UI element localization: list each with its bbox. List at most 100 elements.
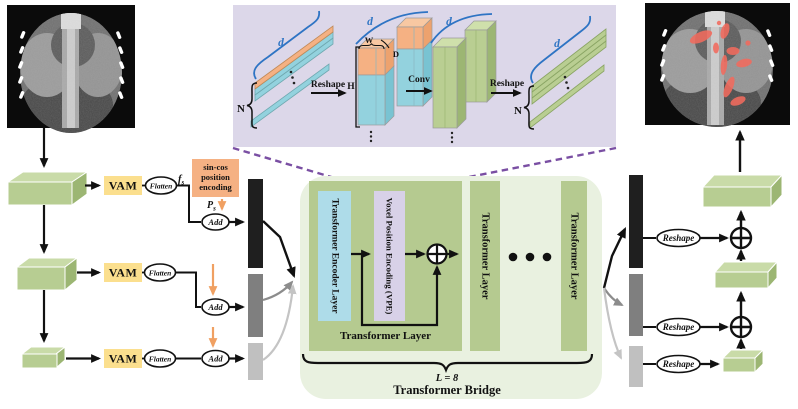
ellipsis-dots bbox=[289, 70, 296, 85]
bar1-to-bridge-arrow bbox=[262, 220, 296, 279]
reshape-label: Reshape bbox=[662, 322, 695, 332]
add-label: Add bbox=[207, 354, 223, 364]
ps-label: Ps bbox=[207, 200, 216, 213]
scale-box-left-1 bbox=[6, 171, 89, 206]
skip-connection bbox=[360, 254, 442, 327]
vam-box-2: VAM bbox=[104, 263, 142, 282]
vpe-label: Voxel Position Encoding (VPE) bbox=[385, 198, 395, 315]
ct-body bbox=[20, 13, 122, 133]
add-oval-2: Add bbox=[201, 298, 230, 316]
height-label: H bbox=[347, 82, 355, 92]
vam-box-3: VAM bbox=[104, 349, 142, 368]
n-label: N bbox=[514, 105, 522, 117]
n-label: N bbox=[237, 103, 245, 115]
flatten-label: Flatten bbox=[149, 268, 172, 277]
reshape-oval-3: Reshape bbox=[656, 354, 701, 374]
token-bar-left-1 bbox=[248, 179, 263, 268]
fs-label: fs bbox=[178, 174, 185, 187]
bar2-to-bridge-arrow bbox=[262, 280, 294, 302]
sincos-position-encoding-box: sin-cos position encoding bbox=[192, 159, 239, 197]
d-label: d bbox=[554, 38, 560, 50]
vpe-inset-panel: N d Reshape W D H d bbox=[233, 5, 616, 147]
reshape-label-1: Reshape bbox=[311, 80, 345, 90]
add-oval-3: Add bbox=[201, 349, 230, 368]
input-ct-image bbox=[7, 5, 135, 133]
transformer-layer-caption: Transformer Layer bbox=[340, 330, 431, 342]
transformer-layer-2-bar bbox=[470, 181, 500, 351]
token-bar-right-3 bbox=[629, 346, 643, 387]
d-brace bbox=[253, 10, 321, 80]
ellipsis-dots bbox=[450, 131, 454, 144]
reshape-label: Reshape bbox=[662, 233, 695, 243]
scale-box-left-2 bbox=[15, 257, 79, 292]
w-brace bbox=[358, 43, 385, 50]
transformer-layer-l-label: Transformer Layer bbox=[569, 213, 580, 300]
vam-box-1: VAM bbox=[104, 176, 142, 195]
h-bracket bbox=[355, 46, 360, 128]
depth-tick bbox=[380, 39, 390, 49]
token-bar-right-1 bbox=[629, 175, 643, 268]
inset-callout-line-left bbox=[232, 146, 373, 191]
encoder-layer-box bbox=[318, 191, 351, 321]
reshape-oval-2: Reshape bbox=[656, 317, 701, 337]
scale-box-right-3 bbox=[721, 348, 765, 374]
vam-label: VAM bbox=[109, 179, 138, 193]
conv-label: Conv bbox=[408, 75, 430, 85]
token-bar-left-3 bbox=[248, 343, 263, 380]
n-brace bbox=[246, 82, 258, 129]
output-token-bars-group bbox=[523, 15, 607, 130]
w-label: W bbox=[365, 35, 374, 45]
d-brace bbox=[355, 11, 429, 45]
depth-label: D bbox=[393, 49, 399, 59]
rib-marks bbox=[18, 31, 125, 99]
add-label: Add bbox=[207, 302, 223, 312]
sincos-line1: sin-cos bbox=[203, 162, 228, 172]
bridge-to-bar3-arrow bbox=[602, 287, 622, 360]
d-label: d bbox=[278, 37, 284, 49]
scale-box-right-1 bbox=[701, 173, 784, 209]
ellipsis-dots bbox=[508, 252, 552, 262]
sincos-line3: encoding bbox=[199, 182, 232, 192]
input-token-bars-group bbox=[246, 10, 334, 129]
token-bar-left-2 bbox=[248, 274, 263, 337]
vessel-overlay bbox=[689, 20, 752, 106]
vam-label: VAM bbox=[109, 266, 138, 280]
add-circle-icon bbox=[729, 226, 753, 250]
bridge-title: Transformer Bridge bbox=[393, 383, 501, 397]
underbrace bbox=[301, 353, 594, 373]
flatten-oval-1: Flatten bbox=[144, 176, 178, 195]
transformer-layer-2-label: Transformer Layer bbox=[480, 213, 491, 300]
reshape-label: Reshape bbox=[662, 359, 695, 369]
reshape-label-2: Reshape bbox=[490, 79, 524, 89]
flatten-label: Flatten bbox=[150, 181, 173, 190]
depth-equation: L = 8 bbox=[435, 373, 459, 384]
n-brace bbox=[523, 85, 535, 130]
wire-row1 bbox=[176, 184, 201, 223]
bridge-to-bar1-arrow bbox=[602, 227, 627, 289]
wire-row2 bbox=[175, 271, 201, 308]
flatten-oval-2: Flatten bbox=[143, 263, 177, 282]
transformer-layer-l-bar bbox=[561, 181, 587, 351]
scale-box-left-3 bbox=[20, 345, 67, 370]
sincos-line2: position bbox=[201, 172, 230, 182]
token-bar-right-2 bbox=[629, 274, 643, 336]
d-brace bbox=[530, 15, 592, 84]
d-brace bbox=[430, 13, 493, 44]
flatten-oval-3: Flatten bbox=[143, 349, 177, 368]
add-circle-icon bbox=[729, 315, 753, 339]
conv-cuboids-group bbox=[432, 20, 497, 144]
rib-marks bbox=[660, 29, 775, 82]
d-label: d bbox=[446, 16, 452, 28]
flatten-label: Flatten bbox=[149, 354, 172, 363]
bar3-to-bridge-arrow bbox=[262, 284, 297, 361]
vpe-box bbox=[374, 191, 405, 321]
encoder-layer-label: Transformer Encoder Layer bbox=[330, 198, 340, 314]
add-circle-icon bbox=[426, 243, 448, 265]
scale-box-right-2 bbox=[713, 260, 779, 290]
d-label: d bbox=[367, 16, 373, 28]
ellipsis-dots bbox=[369, 130, 373, 143]
vam-label: VAM bbox=[109, 352, 138, 366]
ellipsis-dots bbox=[563, 75, 570, 90]
